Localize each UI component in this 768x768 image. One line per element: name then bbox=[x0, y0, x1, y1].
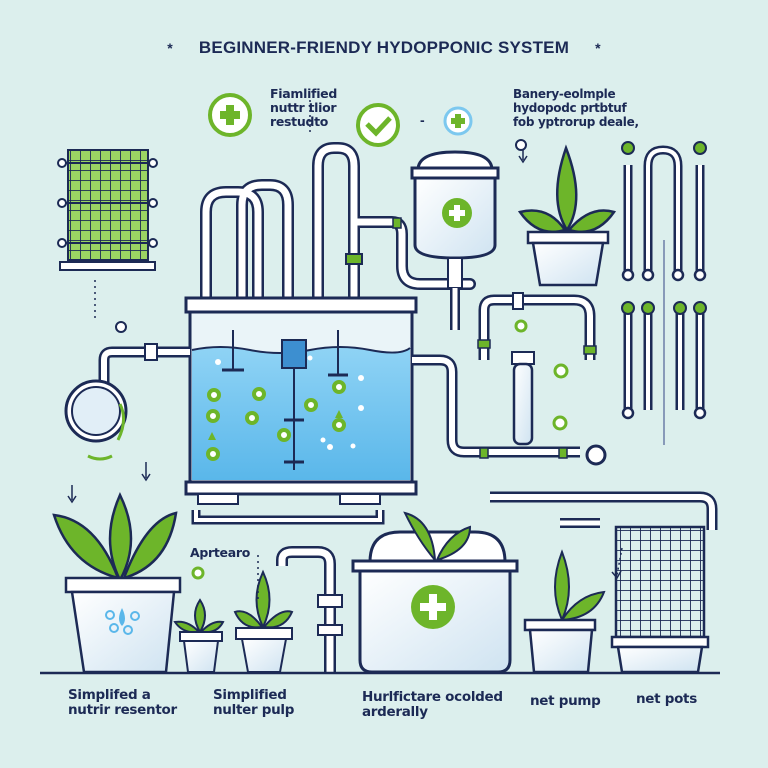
callout-line: hydopodc prtbtuf bbox=[513, 101, 627, 115]
potted-plant-top bbox=[517, 144, 617, 287]
nutrient-tank bbox=[184, 296, 418, 505]
potted-plant-right bbox=[523, 549, 606, 674]
callout-top-right: Banery-eolmple hydopodc prtbtuf fob yptr… bbox=[513, 87, 639, 129]
title-text: BEGINNER-FRIENDY HYDOPPONIC SYSTEM bbox=[198, 38, 570, 57]
faucet-pump bbox=[276, 546, 343, 672]
star-left-icon: * bbox=[167, 40, 173, 56]
callout-line: Fiamlified bbox=[270, 86, 338, 101]
potted-plant-large bbox=[52, 492, 182, 674]
middle-label: Aprtearo bbox=[190, 545, 251, 560]
indicator-ring-icon bbox=[515, 139, 527, 151]
guide-marks bbox=[67, 100, 623, 600]
label-line: Hurlfictare ocolded bbox=[362, 689, 503, 705]
callout-top-left: Fiamlified nuttr tlior restudto bbox=[270, 87, 337, 129]
indicator-ring-icon bbox=[115, 321, 127, 333]
plus-circle-icon bbox=[208, 93, 252, 137]
seedling-small bbox=[173, 566, 225, 673]
pump-loop bbox=[412, 292, 607, 466]
seedling-medium bbox=[233, 569, 294, 673]
net-pot-grid bbox=[610, 525, 710, 674]
blue-plus-circle-icon bbox=[443, 106, 473, 136]
label-line: nulter pulp bbox=[213, 702, 295, 718]
page-title: * BEGINNER-FRIENDY HYDOPPONIC SYSTEM * bbox=[0, 38, 768, 58]
bottom-label-reservoir: Simplifed a nutrir resentor bbox=[68, 688, 177, 718]
check-circle-icon bbox=[356, 103, 400, 147]
label-line: Simplifed a bbox=[68, 687, 151, 703]
star-right-icon: * bbox=[595, 40, 601, 56]
nutrient-tub bbox=[351, 511, 519, 674]
tube-rack bbox=[621, 141, 707, 445]
bottom-label-net-pump: net pump bbox=[530, 694, 601, 709]
grow-tower bbox=[57, 149, 158, 271]
label-line: arderally bbox=[362, 704, 428, 720]
callout-line: Banery-eolmple bbox=[513, 87, 616, 101]
filter-canister bbox=[64, 343, 190, 461]
bottom-label-net-pots: net pots bbox=[636, 692, 697, 707]
label-line: net pots bbox=[636, 691, 697, 707]
label-line: net pump bbox=[530, 693, 601, 709]
connector-dash: - bbox=[420, 112, 425, 128]
supply-pipes bbox=[200, 142, 476, 302]
bottom-label-pump: Simplified nulter pulp bbox=[213, 688, 294, 718]
outlet-pipe bbox=[191, 491, 718, 530]
callout-line: fob yptrorup deale, bbox=[513, 115, 639, 129]
callout-line: restudto bbox=[270, 114, 329, 129]
label-line: Simplified bbox=[213, 687, 287, 703]
nutrient-reservoir bbox=[410, 150, 500, 330]
bottom-label-tub: Hurlfictare ocolded arderally bbox=[362, 690, 503, 720]
callout-line: nuttr tlior bbox=[270, 100, 337, 115]
label-line: nutrir resentor bbox=[68, 702, 177, 718]
